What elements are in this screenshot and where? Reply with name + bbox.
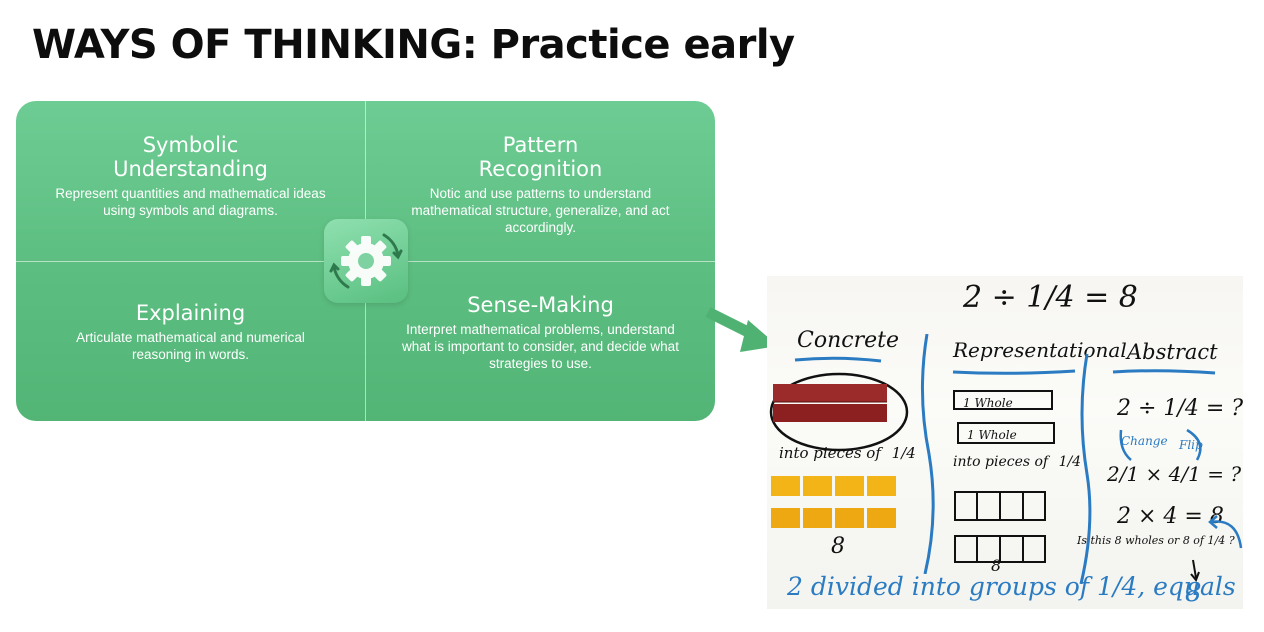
abstract-line1: 2 ÷ 1/4 = ? <box>1117 396 1243 421</box>
underline <box>952 369 1076 375</box>
abstract-change: Change <box>1121 434 1168 448</box>
abstract-flip: Flip <box>1179 438 1203 452</box>
quarter-bars <box>954 491 1046 563</box>
quadrant-heading: Symbolic Understanding <box>113 133 268 181</box>
quadrant-text: Articulate mathematical and numerical re… <box>76 330 305 362</box>
quadrant-sense-making: Sense-Making Interpret mathematical prob… <box>366 293 715 372</box>
abstract-line3: 2 × 4 = 8 <box>1117 504 1224 529</box>
abstract-question: Is this 8 wholes or 8 of 1/4 ? <box>1077 534 1235 547</box>
quadrant-explaining: Explaining Articulate mathematical and n… <box>16 301 365 363</box>
page-title: WAYS OF THINKING: Practice early <box>32 22 795 68</box>
quadrant-heading: Pattern Recognition <box>478 133 603 181</box>
quadrant-heading: Explaining <box>135 301 246 325</box>
gear-cycle-icon <box>324 219 408 303</box>
whiteboard-photo: 2 ÷ 1/4 = 8 Concrete Representational Ab… <box>767 276 1243 609</box>
red-rods-circled <box>769 372 909 452</box>
whole-bar: 1 Whole <box>953 390 1053 410</box>
heading-concrete: Concrete <box>797 328 899 353</box>
ways-of-thinking-panel: Symbolic Understanding Represent quantit… <box>16 101 715 421</box>
concrete-result: 8 <box>831 534 845 559</box>
quadrant-pattern-recognition: Pattern Recognition Notic and use patter… <box>366 133 715 236</box>
underline <box>1112 369 1216 375</box>
quadrant-text: Interpret mathematical problems, underst… <box>402 322 679 371</box>
quadrant-text: Notic and use patterns to understand mat… <box>411 186 670 235</box>
quadrant-symbolic-understanding: Symbolic Understanding Represent quantit… <box>16 133 365 219</box>
column-divider <box>1079 354 1092 584</box>
quadrant-heading: Sense-Making <box>467 293 614 317</box>
bottom-sentence: 2 divided into groups of 1/4, equals <box>787 572 1236 601</box>
abstract-line2: 2/1 × 4/1 = ? <box>1107 462 1242 486</box>
yellow-pieces <box>771 476 896 528</box>
change-flip-arrows <box>1119 428 1202 461</box>
underline <box>794 356 882 363</box>
representational-caption: into pieces of 1/4 <box>953 454 1082 470</box>
down-arrow-icon <box>1190 559 1200 582</box>
bottom-result: 8 <box>1185 578 1202 608</box>
concrete-caption: into pieces of 1/4 <box>779 444 916 462</box>
heading-abstract: Abstract <box>1127 340 1218 364</box>
whole-bar: 1 Whole <box>957 422 1055 444</box>
representational-result: 8 <box>991 556 1002 575</box>
column-divider <box>920 334 935 574</box>
curved-arrow-icon <box>1208 515 1243 549</box>
heading-representational: Representational <box>953 338 1127 362</box>
quadrant-text: Represent quantities and mathematical id… <box>55 186 326 218</box>
whiteboard-equation-top: 2 ÷ 1/4 = 8 <box>963 280 1138 315</box>
